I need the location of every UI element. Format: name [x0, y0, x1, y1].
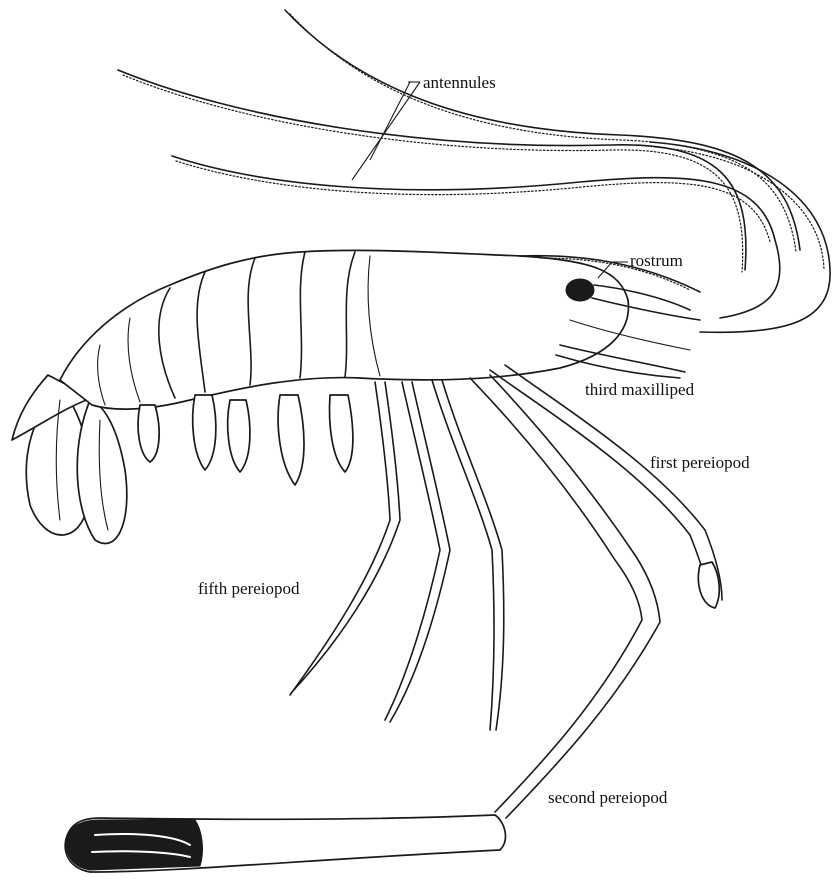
label-second-pereiopod: second pereiopod: [548, 789, 667, 806]
label-fifth-pereiopod: fifth pereiopod: [198, 580, 300, 597]
label-antennules: antennules: [423, 74, 496, 91]
label-rostrum: rostrum: [630, 252, 683, 269]
label-third-maxilliped: third maxilliped: [585, 381, 694, 398]
fourth-pereiopod-leg: [385, 382, 450, 722]
pleopods: [138, 395, 353, 485]
label-first-pereiopod: first pereiopod: [650, 454, 750, 471]
leader-lines: [352, 82, 628, 278]
first-pereiopod-leg: [490, 365, 722, 608]
third-pereiopod-leg: [432, 380, 504, 730]
